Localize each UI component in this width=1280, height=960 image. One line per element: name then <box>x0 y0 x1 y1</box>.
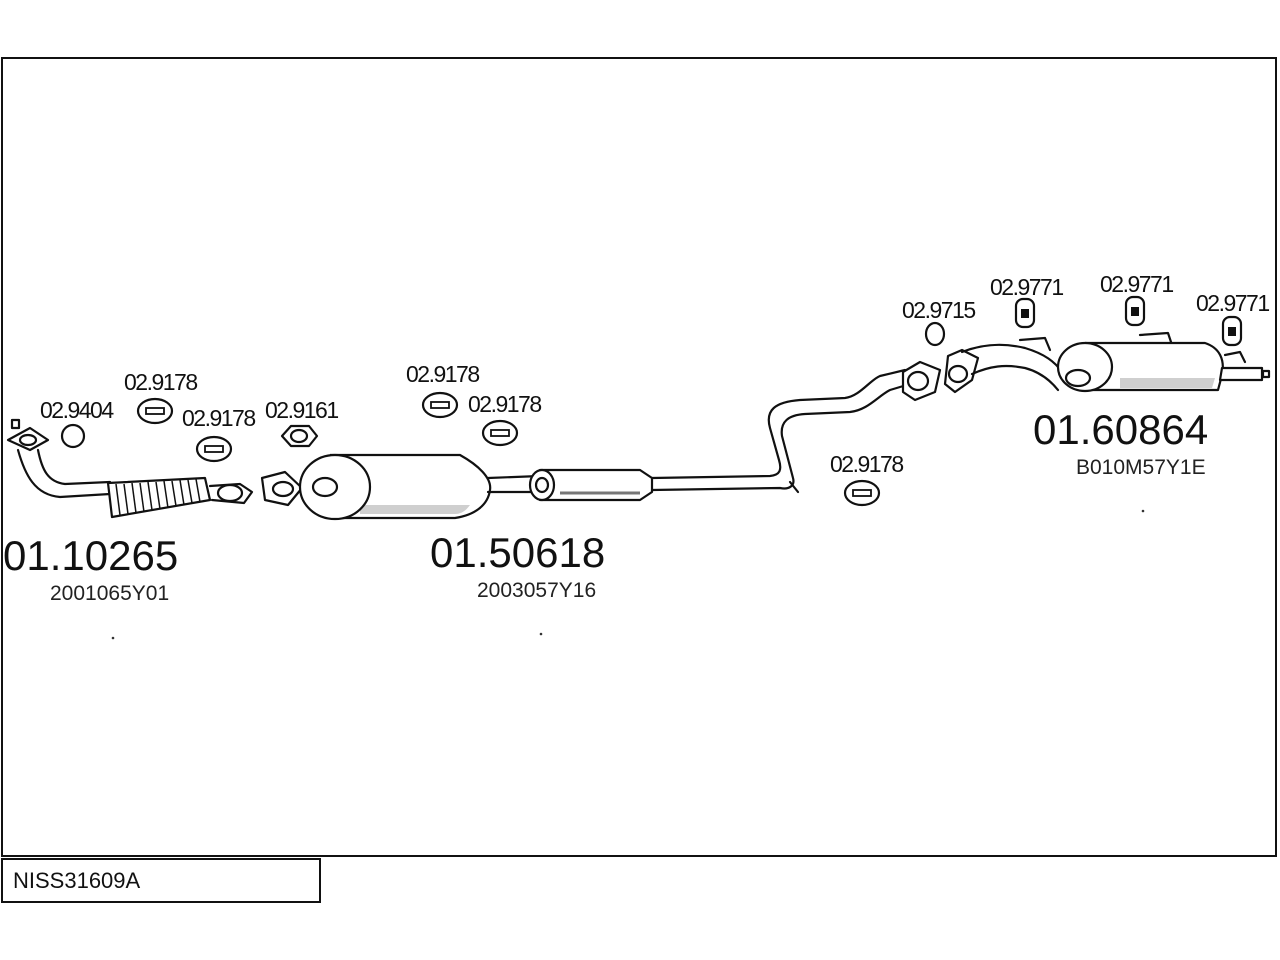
gasket-ring-icon <box>60 423 86 449</box>
accessory-code: 02.9178 <box>124 369 197 395</box>
accessory-code: 02.9771 <box>990 274 1063 300</box>
rubber-hanger-icon <box>136 397 174 425</box>
centre-silencer <box>298 368 912 521</box>
part-number: 01.50618 <box>430 529 605 576</box>
flange-connector <box>260 470 304 507</box>
front-pipe <box>6 418 254 519</box>
oem-number: 2001065Y01 <box>50 582 169 605</box>
accessory-code: 02.9771 <box>1100 271 1173 297</box>
accessory-code: 02.9715 <box>902 297 975 323</box>
rubber-hanger-icon <box>481 419 519 447</box>
oem-number: 2003057Y16 <box>477 579 596 602</box>
part-number: 01.10265 <box>3 532 178 579</box>
accessory-code: 02.9178 <box>406 361 479 387</box>
accessory-code: 02.9178 <box>830 451 903 477</box>
gasket-ring-icon <box>924 321 946 347</box>
rear-silencer <box>901 331 1271 402</box>
rubber-hanger-icon <box>843 479 881 507</box>
part-number: 01.60864 <box>1033 406 1208 453</box>
accessory-code: 02.9178 <box>182 405 255 431</box>
diagram-frame <box>1 57 1277 857</box>
rubber-mount-icon <box>1014 297 1036 329</box>
rubber-hanger-icon <box>195 435 233 463</box>
accessory-code: 02.9161 <box>265 397 338 423</box>
diagram-code: NISS31609A <box>13 868 141 893</box>
rubber-hanger-icon <box>421 391 459 419</box>
flange-gasket-icon <box>280 424 319 448</box>
accessory-code: 02.9771 <box>1196 290 1269 316</box>
rubber-mount-icon <box>1221 315 1243 347</box>
diagram-code-box: NISS31609A <box>1 858 321 903</box>
accessory-code: 02.9404 <box>40 397 114 423</box>
rubber-mount-icon <box>1124 295 1146 327</box>
oem-number: B010M57Y1E <box>1076 456 1206 479</box>
accessory-code: 02.9178 <box>468 391 541 417</box>
